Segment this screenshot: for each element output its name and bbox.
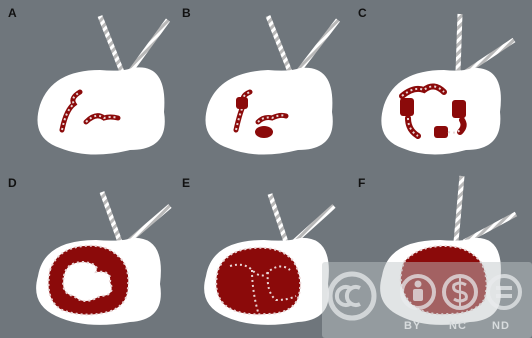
cell-body [381, 68, 501, 155]
cell-body [206, 68, 333, 155]
panel-label-c: C [358, 6, 367, 20]
cluster [236, 97, 248, 109]
panel-c [381, 14, 514, 155]
panel-e [204, 194, 334, 325]
license-by-label: BY [404, 320, 421, 332]
panel-b [206, 16, 339, 155]
cluster [452, 100, 466, 118]
flagellum-tail [458, 14, 460, 72]
panel-d [36, 192, 170, 325]
flagellum-tail [100, 16, 122, 72]
license-nd-label: ND [492, 320, 510, 332]
panel-a [38, 16, 169, 155]
panel-label-b: B [182, 6, 191, 20]
cell-body [38, 67, 165, 154]
flagellum-tail [294, 206, 334, 242]
flagellum-tail [268, 16, 290, 72]
flagellum-tail [130, 20, 168, 72]
cluster [255, 126, 273, 138]
flagellum-tail [102, 192, 120, 242]
panel-label-e: E [182, 176, 190, 190]
panel-label-f: F [358, 176, 365, 190]
flagellum-tail [466, 40, 514, 72]
panel-label-a: A [8, 6, 17, 20]
flagellum-tail [128, 206, 170, 242]
cluster [400, 98, 414, 116]
flagellum-tail [464, 214, 516, 242]
flagellum-tail [298, 20, 338, 72]
strand [460, 120, 464, 132]
fill-mass [216, 248, 300, 315]
cluster [434, 126, 448, 138]
license-nc-label: NC [449, 320, 467, 332]
flagellum-tail [456, 176, 462, 242]
flagellum-tail [270, 194, 286, 242]
panel-label-d: D [8, 176, 17, 190]
